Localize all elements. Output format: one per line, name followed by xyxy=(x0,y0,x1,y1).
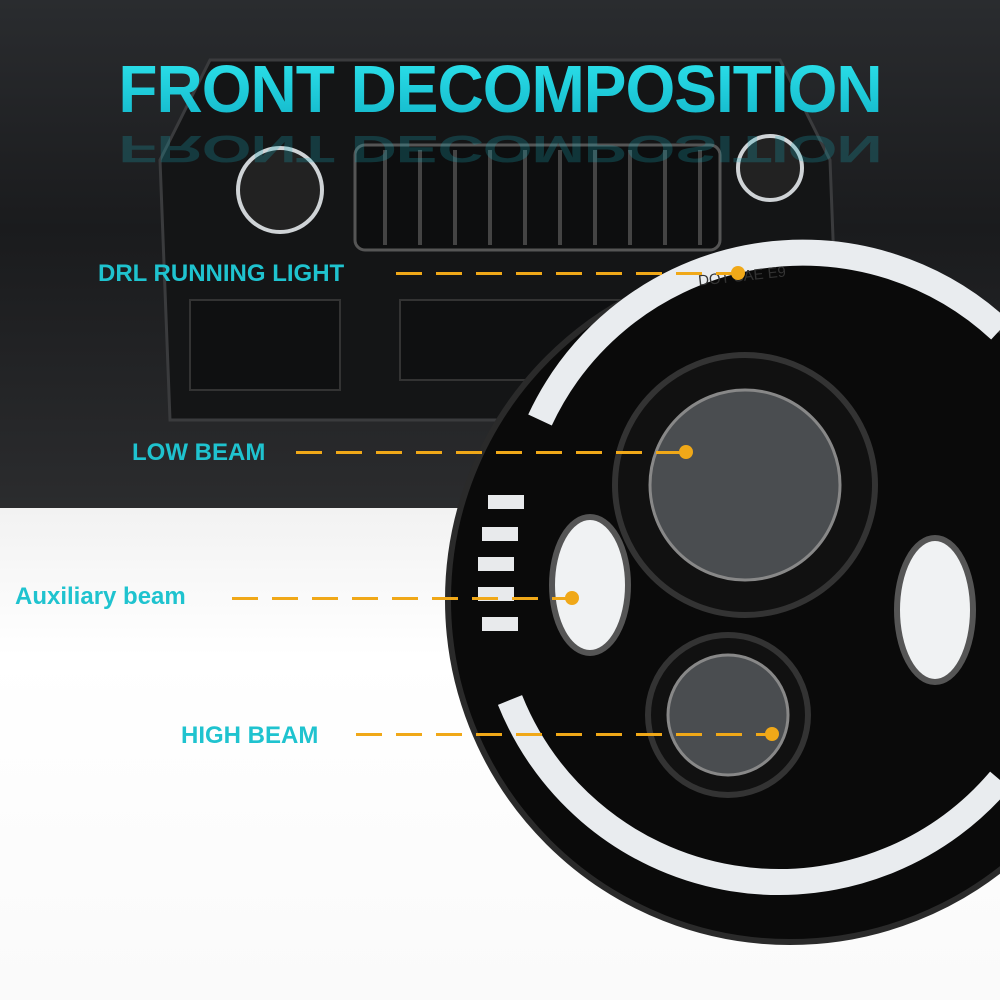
callout-auxiliary-dot xyxy=(565,591,579,605)
callout-drl-dot xyxy=(731,266,745,280)
callout-high-beam-dot xyxy=(765,727,779,741)
callout-high-beam-leader xyxy=(356,733,772,736)
callout-low-beam-label: LOW BEAM xyxy=(132,439,266,466)
callout-drl-label: DRL RUNNING LIGHT xyxy=(98,260,345,287)
callout-auxiliary-label: Auxiliary beam xyxy=(15,583,186,610)
callout-auxiliary-leader xyxy=(232,597,572,600)
callout-high-beam-label: HIGH BEAM xyxy=(181,722,319,749)
callout-low-beam-dot xyxy=(679,445,693,459)
callout-drl-leader xyxy=(396,272,738,275)
page-title: FRONT DECOMPOSITION xyxy=(0,50,1000,128)
callout-low-beam-leader xyxy=(296,451,686,454)
